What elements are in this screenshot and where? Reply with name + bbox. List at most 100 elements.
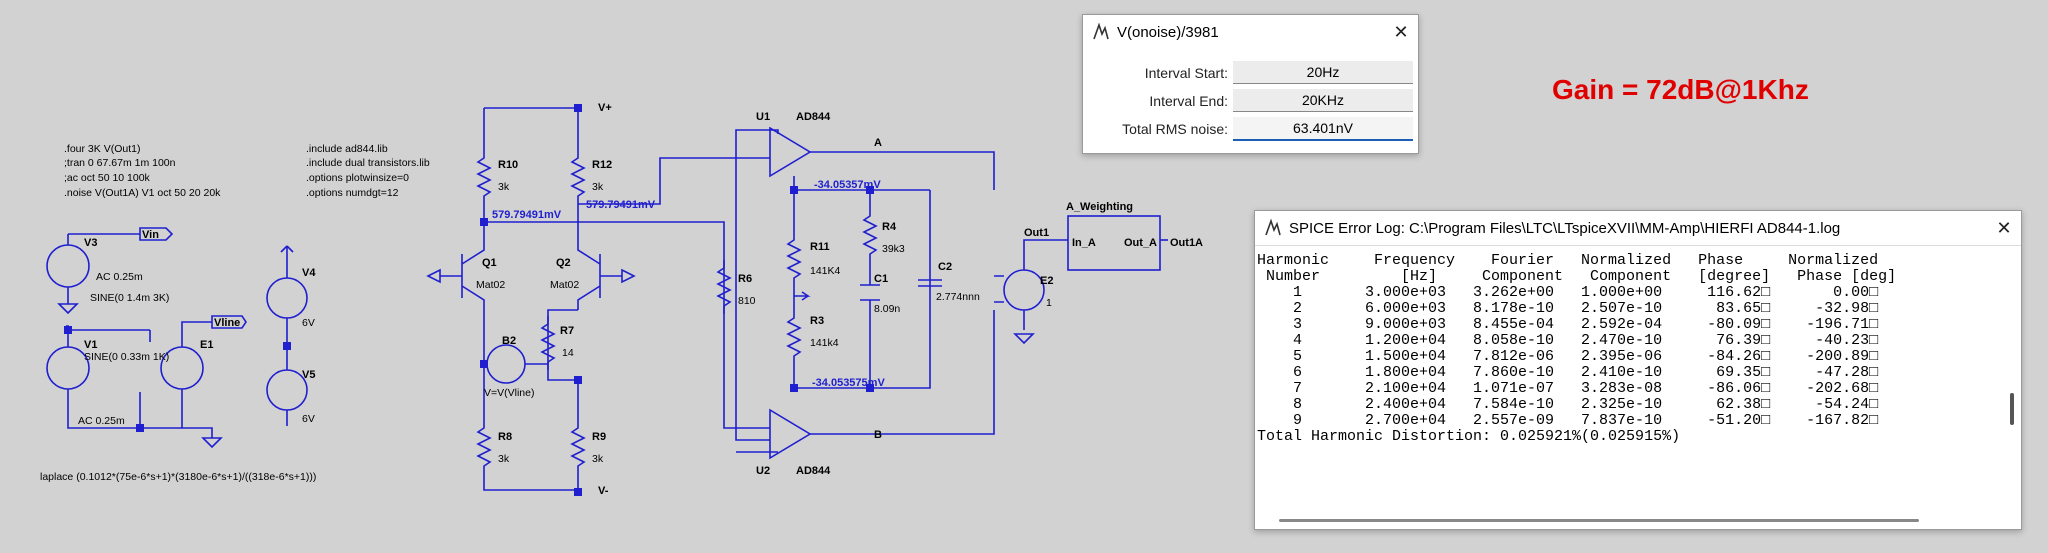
directive-line: .noise V(Out1A) V1 oct 50 20 20k [64, 187, 221, 199]
u1-label: U1 [756, 111, 770, 123]
v4-value: 6V [302, 317, 315, 329]
v3-ac: AC 0.25m [96, 271, 143, 283]
noise-window-title: V(onoise)/3981 [1117, 23, 1219, 41]
r7-label: R7 [560, 325, 574, 337]
b2-expression: V=V(Vline) [484, 387, 534, 399]
u2-model: AD844 [796, 465, 831, 477]
v1-label: V1 [84, 339, 97, 351]
v5-label: V5 [302, 369, 315, 381]
r9-value: 3k [592, 453, 604, 465]
r7-value: 14 [562, 347, 574, 359]
net-b: B [874, 429, 882, 441]
r8-value: 3k [498, 453, 510, 465]
v4-source[interactable] [266, 277, 308, 319]
q1-model: Mat02 [476, 279, 505, 291]
laplace-expression: laplace (0.1012*(75e-6*s+1)*(3180e-6*s+1… [40, 471, 316, 483]
c2-value: 2.774nnn [936, 291, 980, 303]
vplus-label: V+ [598, 102, 612, 114]
spice-error-log-window[interactable]: SPICE Error Log: C:\Program Files\LTC\LT… [1254, 210, 2022, 530]
directive-line: .four 3K V(Out1) [64, 143, 140, 155]
ltspice-icon [1093, 22, 1109, 40]
v3-source[interactable] [46, 244, 90, 288]
directive-line: ;tran 0 67.67m 1m 100n [64, 157, 176, 169]
v1-sine: SINE(0 0.33m 1K) [84, 351, 169, 363]
log-window-title: SPICE Error Log: C:\Program Files\LTC\LT… [1289, 219, 1841, 237]
v5-value: 6V [302, 413, 315, 425]
horizontal-scrollbar[interactable] [1273, 517, 1973, 523]
noise-window[interactable]: V(onoise)/3981 ✕ Interval Start: 20Hz In… [1082, 14, 1419, 154]
r9-label: R9 [592, 431, 606, 443]
a-weighting-in: In_A [1072, 237, 1096, 249]
net-a: A [874, 137, 882, 149]
u2-opamp [769, 408, 812, 460]
v3-sine: SINE(0 1.4m 3K) [90, 292, 169, 304]
directive-line: .options plotwinsize=0 [306, 172, 409, 184]
r4-label: R4 [882, 221, 897, 233]
u1-opamp [769, 126, 812, 178]
interval-start-label: Interval Start: [1144, 65, 1228, 81]
log-window-titlebar[interactable]: SPICE Error Log: C:\Program Files\LTC\LT… [1255, 211, 2021, 246]
a-weighting-out: Out_A [1124, 237, 1157, 249]
v1-ac: AC 0.25m [78, 415, 125, 427]
gain-annotation: Gain = 72dB@1Khz [1552, 74, 1809, 105]
schematic-canvas[interactable]: .four 3K V(Out1) ;tran 0 67.67m 1m 100n … [0, 0, 1240, 553]
c1-label: C1 [874, 273, 888, 285]
c1-value: 8.09n [874, 303, 900, 315]
r12-value: 3k [592, 181, 604, 193]
r10-label: R10 [498, 159, 518, 171]
r8-label: R8 [498, 431, 512, 443]
log-content[interactable]: Harmonic Frequency Fourier Normalized Ph… [1257, 252, 1897, 445]
r6-label: R6 [738, 273, 752, 285]
directives-left: .four 3K V(Out1) ;tran 0 67.67m 1m 100n … [64, 143, 221, 199]
vertical-scrollbar[interactable] [2005, 251, 2019, 521]
r6-value: 810 [738, 295, 756, 307]
b2-source[interactable] [486, 344, 526, 384]
r12-label: R12 [592, 159, 612, 171]
total-rms-noise-row: Total RMS noise: 63.401nV [1083, 117, 1418, 141]
total-rms-noise-label: Total RMS noise: [1122, 121, 1228, 137]
r3-value: 141k4 [810, 337, 839, 349]
q2-label: Q2 [556, 257, 571, 269]
r10-value: 3k [498, 181, 510, 193]
v4-label: V4 [302, 267, 316, 279]
c2-label: C2 [938, 261, 952, 273]
v1-source[interactable] [46, 346, 90, 390]
net-vline: Vline [214, 317, 240, 329]
directive-line: .options numdgt=12 [306, 187, 399, 199]
scrollbar-thumb[interactable] [1279, 519, 1919, 522]
r11-value: 141K4 [810, 265, 841, 277]
e2-source[interactable] [1003, 269, 1045, 311]
net-vin: Vin [142, 229, 159, 241]
r3-label: R3 [810, 315, 824, 327]
close-icon[interactable]: ✕ [1996, 217, 2012, 238]
r4-value: 39k3 [882, 243, 905, 255]
u2-label: U2 [756, 465, 770, 477]
b2-label: B2 [502, 335, 516, 347]
total-rms-noise-field[interactable]: 63.401nV [1233, 117, 1413, 141]
scrollbar-thumb[interactable] [2010, 393, 2014, 425]
directive-line: ;ac oct 50 10 100k [64, 172, 151, 184]
u1-model: AD844 [796, 111, 831, 123]
net-out1: Out1 [1024, 227, 1049, 239]
q2-model: Mat02 [550, 279, 579, 291]
q1-label: Q1 [482, 257, 497, 269]
interval-end-field[interactable]: 20KHz [1233, 89, 1413, 112]
directive-line: .include dual transistors.lib [306, 157, 430, 169]
close-icon[interactable]: ✕ [1393, 21, 1409, 42]
op-voltage-top: -34.05357mV [814, 179, 881, 191]
interval-start-field[interactable]: 20Hz [1233, 61, 1413, 84]
interval-end-label: Interval End: [1149, 93, 1228, 109]
e1-label: E1 [200, 339, 213, 351]
directive-line: .include ad844.lib [306, 143, 388, 155]
op-voltage-right: 579.79491mV [586, 199, 656, 211]
directives-right: .include ad844.lib .include dual transis… [306, 143, 430, 199]
v5-source[interactable] [266, 369, 308, 411]
v3-label: V3 [84, 237, 97, 249]
e2-gain: 1 [1046, 297, 1052, 309]
a-weighting-block [1067, 215, 1161, 271]
e1-source[interactable] [160, 346, 204, 390]
op-voltage-bottom: -34.053575mV [812, 377, 885, 389]
ltspice-icon [1265, 218, 1281, 236]
noise-window-titlebar[interactable]: V(onoise)/3981 ✕ [1083, 15, 1418, 49]
net-out1a: Out1A [1170, 237, 1203, 249]
